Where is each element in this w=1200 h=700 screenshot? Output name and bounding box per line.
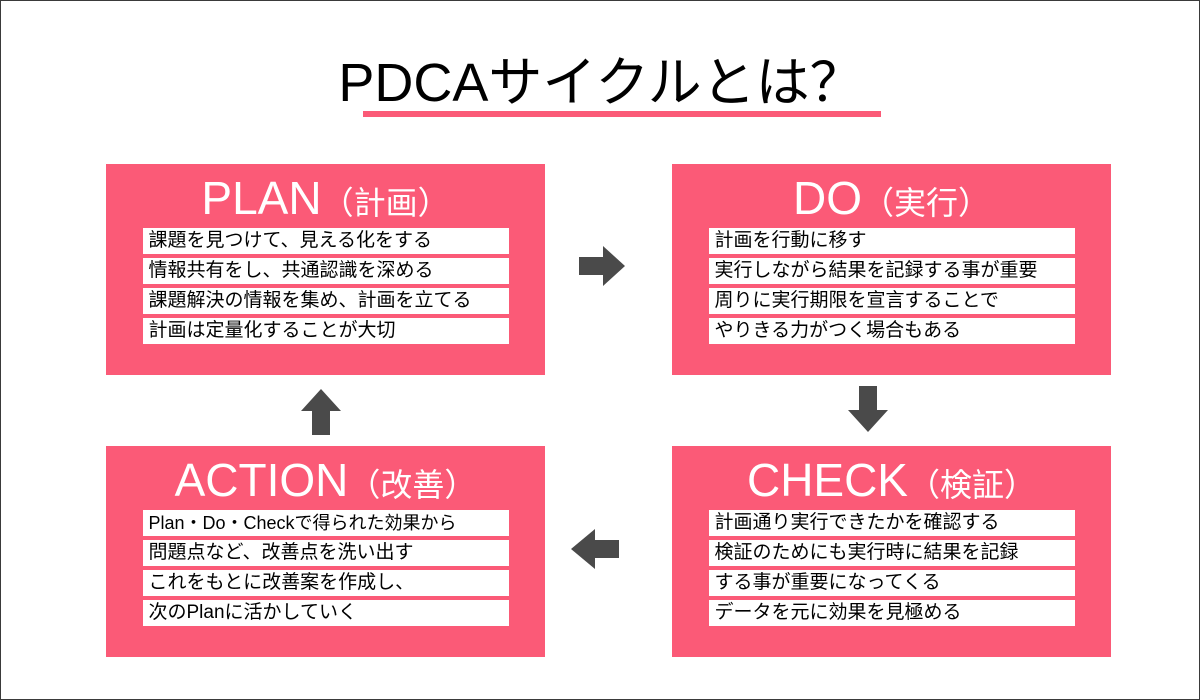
pdca-box-do: DO（実行） 計画を行動に移す 実行しながら結果を記録する事が重要 周りに実行期… — [672, 164, 1111, 375]
pdca-box-plan: PLAN（計画） 課題を見つけて、見える化をする 情報共有をし、共通認識を深める… — [106, 164, 545, 375]
title-area: PDCAサイクルとは？ — [1, 53, 1199, 113]
title-underline — [363, 111, 881, 117]
text-row: データを元に効果を見極める — [708, 600, 1075, 626]
row-list-do: 計画を行動に移す 実行しながら結果を記録する事が重要 周りに実行期限を宣言するこ… — [708, 228, 1075, 344]
box-heading-check-english: CHECK — [746, 454, 908, 506]
text-row: これをもとに改善案を作成し、 — [142, 570, 509, 596]
text-row: 周りに実行期限を宣言することで — [708, 288, 1075, 314]
row-list-check: 計画通り実行できたかを確認する 検証のためにも実行時に結果を記録 する事が重要に… — [708, 510, 1075, 626]
text-row: 課題解決の情報を集め、計画を立てる — [142, 288, 509, 314]
box-heading-do-english: DO — [792, 172, 862, 224]
pdca-box-check: CHECK（検証） 計画通り実行できたかを確認する 検証のためにも実行時に結果を… — [672, 446, 1111, 657]
box-heading-plan-japanese: （計画） — [321, 185, 450, 221]
box-heading-action-japanese: （改善） — [348, 467, 477, 503]
text-row: 計画通り実行できたかを確認する — [708, 510, 1075, 536]
row-list-action: Plan・Do・Checkで得られた効果から 問題点など、改善点を洗い出す これ… — [142, 510, 509, 626]
text-row: 課題を見つけて、見える化をする — [142, 228, 509, 254]
box-heading-check-japanese: （検証） — [908, 467, 1037, 503]
arrow-right-icon — [579, 244, 625, 288]
arrow-left-icon — [571, 527, 619, 571]
box-heading-plan: PLAN（計画） — [106, 164, 545, 228]
box-heading-action: ACTION（改善） — [106, 446, 545, 510]
box-heading-do: DO（実行） — [672, 164, 1111, 228]
pdca-box-action: ACTION（改善） Plan・Do・Checkで得られた効果から 問題点など、… — [106, 446, 545, 657]
text-row: 検証のためにも実行時に結果を記録 — [708, 540, 1075, 566]
box-heading-action-english: ACTION — [174, 454, 349, 506]
text-row: 計画は定量化することが大切 — [142, 318, 509, 344]
text-row: 次のPlanに活かしていく — [142, 600, 509, 626]
arrow-up-icon — [299, 389, 343, 435]
text-row: 問題点など、改善点を洗い出す — [142, 540, 509, 566]
text-row: やりきる力がつく場合もある — [708, 318, 1075, 344]
text-row: Plan・Do・Checkで得られた効果から — [142, 510, 509, 536]
page-title: PDCAサイクルとは？ — [338, 53, 864, 113]
box-heading-plan-english: PLAN — [201, 172, 322, 224]
row-list-plan: 課題を見つけて、見える化をする 情報共有をし、共通認識を深める 課題解決の情報を… — [142, 228, 509, 344]
box-heading-check: CHECK（検証） — [672, 446, 1111, 510]
text-row: 計画を行動に移す — [708, 228, 1075, 254]
text-row: 情報共有をし、共通認識を深める — [142, 258, 509, 284]
text-row: 実行しながら結果を記録する事が重要 — [708, 258, 1075, 284]
box-heading-do-japanese: （実行） — [861, 185, 990, 221]
arrow-down-icon — [846, 386, 890, 432]
text-row: する事が重要になってくる — [708, 570, 1075, 596]
